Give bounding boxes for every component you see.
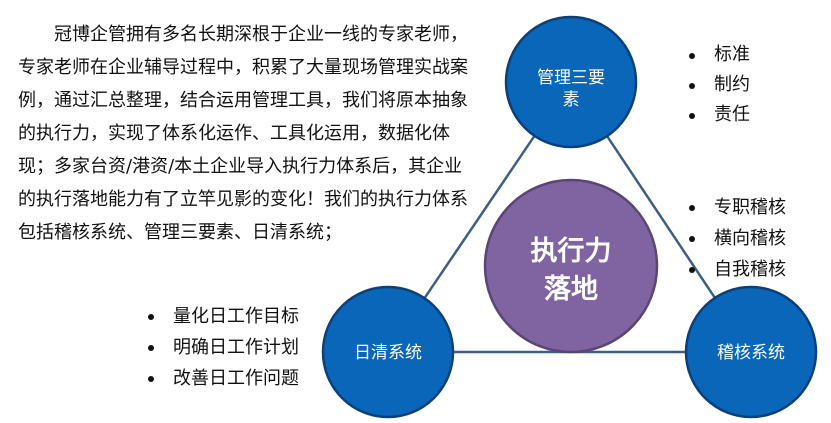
node-management-elements: 管理三要 素 xyxy=(504,15,638,149)
list-item: 量化日工作目标 xyxy=(145,301,299,332)
center-label-line2: 落地 xyxy=(544,274,598,305)
list-item: 横向稽核 xyxy=(686,223,786,254)
center-node: 执行力 落地 xyxy=(483,178,659,354)
node-management-elements-line1: 管理三要 xyxy=(537,68,605,88)
list-item: 自我稽核 xyxy=(686,254,786,285)
center-label-line1: 执行力 xyxy=(531,235,612,267)
node-daily-clearing: 日清系统 xyxy=(321,285,455,419)
node-daily-clearing-circle xyxy=(321,285,455,419)
center-circle xyxy=(483,178,659,354)
intro-paragraph: 冠博企管拥有多名长期深根于企业一线的专家老师，专家老师在企业辅导过程中，积累了大… xyxy=(18,24,468,243)
list-item: 制约 xyxy=(686,70,750,100)
management-elements-list: 标准 制约 责任 xyxy=(686,40,750,130)
node-management-elements-circle xyxy=(504,15,638,149)
daily-clearing-list: 量化日工作目标 明确日工作计划 改善日工作问题 xyxy=(145,301,299,394)
node-management-elements-line2: 素 xyxy=(563,90,580,110)
node-audit-system-circle xyxy=(684,285,818,419)
list-item: 责任 xyxy=(686,100,750,130)
list-item: 改善日工作问题 xyxy=(145,363,299,394)
node-audit-system: 稽核系统 xyxy=(684,285,818,419)
list-item: 明确日工作计划 xyxy=(145,332,299,363)
audit-system-list: 专职稽核 横向稽核 自我稽核 xyxy=(686,192,786,285)
node-daily-clearing-label: 日清系统 xyxy=(354,343,422,363)
list-item: 标准 xyxy=(686,40,750,70)
node-audit-system-label: 稽核系统 xyxy=(717,343,785,363)
list-item: 专职稽核 xyxy=(686,192,786,223)
